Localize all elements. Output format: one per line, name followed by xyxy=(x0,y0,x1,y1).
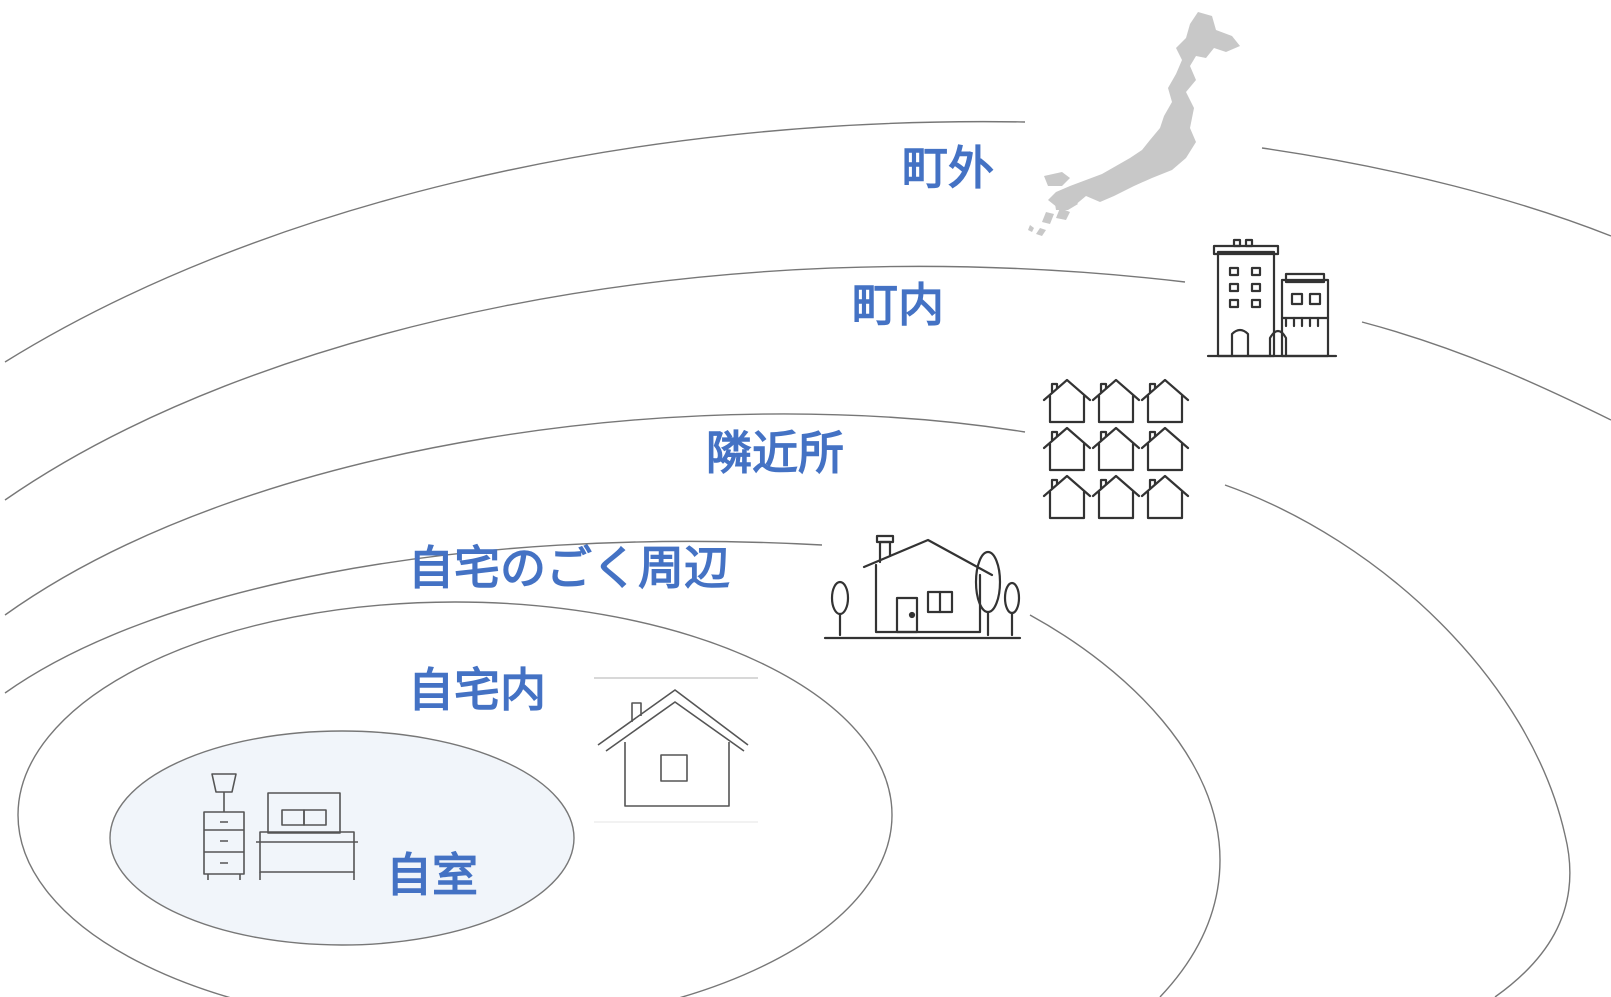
zone-label-neighborhood: 隣近所 xyxy=(706,426,844,480)
small-house-icon xyxy=(1091,474,1141,520)
house-trees-icon xyxy=(823,534,1022,640)
zone-label-in-home: 自宅内 xyxy=(408,663,546,717)
small-house-icon xyxy=(1140,426,1190,472)
ring-outside-town xyxy=(4,120,1026,363)
ring-near-home xyxy=(4,540,823,694)
zone-label-outside-town: 町外 xyxy=(902,141,994,195)
ring-in-home xyxy=(17,601,893,997)
house-outline-icon xyxy=(594,677,758,823)
small-house-icon xyxy=(1042,426,1092,472)
small-house-icon xyxy=(1140,378,1190,424)
small-house-icon xyxy=(1042,474,1092,520)
bedroom-icon xyxy=(203,773,358,880)
zone-label-near-home: 自宅のごく周辺 xyxy=(408,541,730,595)
ring-outside-town-right xyxy=(1261,147,1611,237)
houses-grid-icon xyxy=(1042,378,1190,520)
ring-neighborhood xyxy=(4,413,1026,616)
small-house-icon xyxy=(1140,474,1190,520)
japan-map-icon xyxy=(1028,12,1240,236)
ring-neighborhood-right xyxy=(1224,484,1571,997)
zone-label-own-room: 自室 xyxy=(386,848,478,902)
small-house-icon xyxy=(1042,378,1092,424)
small-house-icon xyxy=(1091,426,1141,472)
ring-own-room xyxy=(109,730,575,946)
zone-label-in-town: 町内 xyxy=(852,278,944,332)
ring-near-home-right xyxy=(1029,614,1221,997)
ring-in-town-right xyxy=(1361,321,1611,421)
ring-in-town xyxy=(4,265,1186,501)
buildings-icon xyxy=(1206,238,1338,358)
small-house-icon xyxy=(1091,378,1141,424)
